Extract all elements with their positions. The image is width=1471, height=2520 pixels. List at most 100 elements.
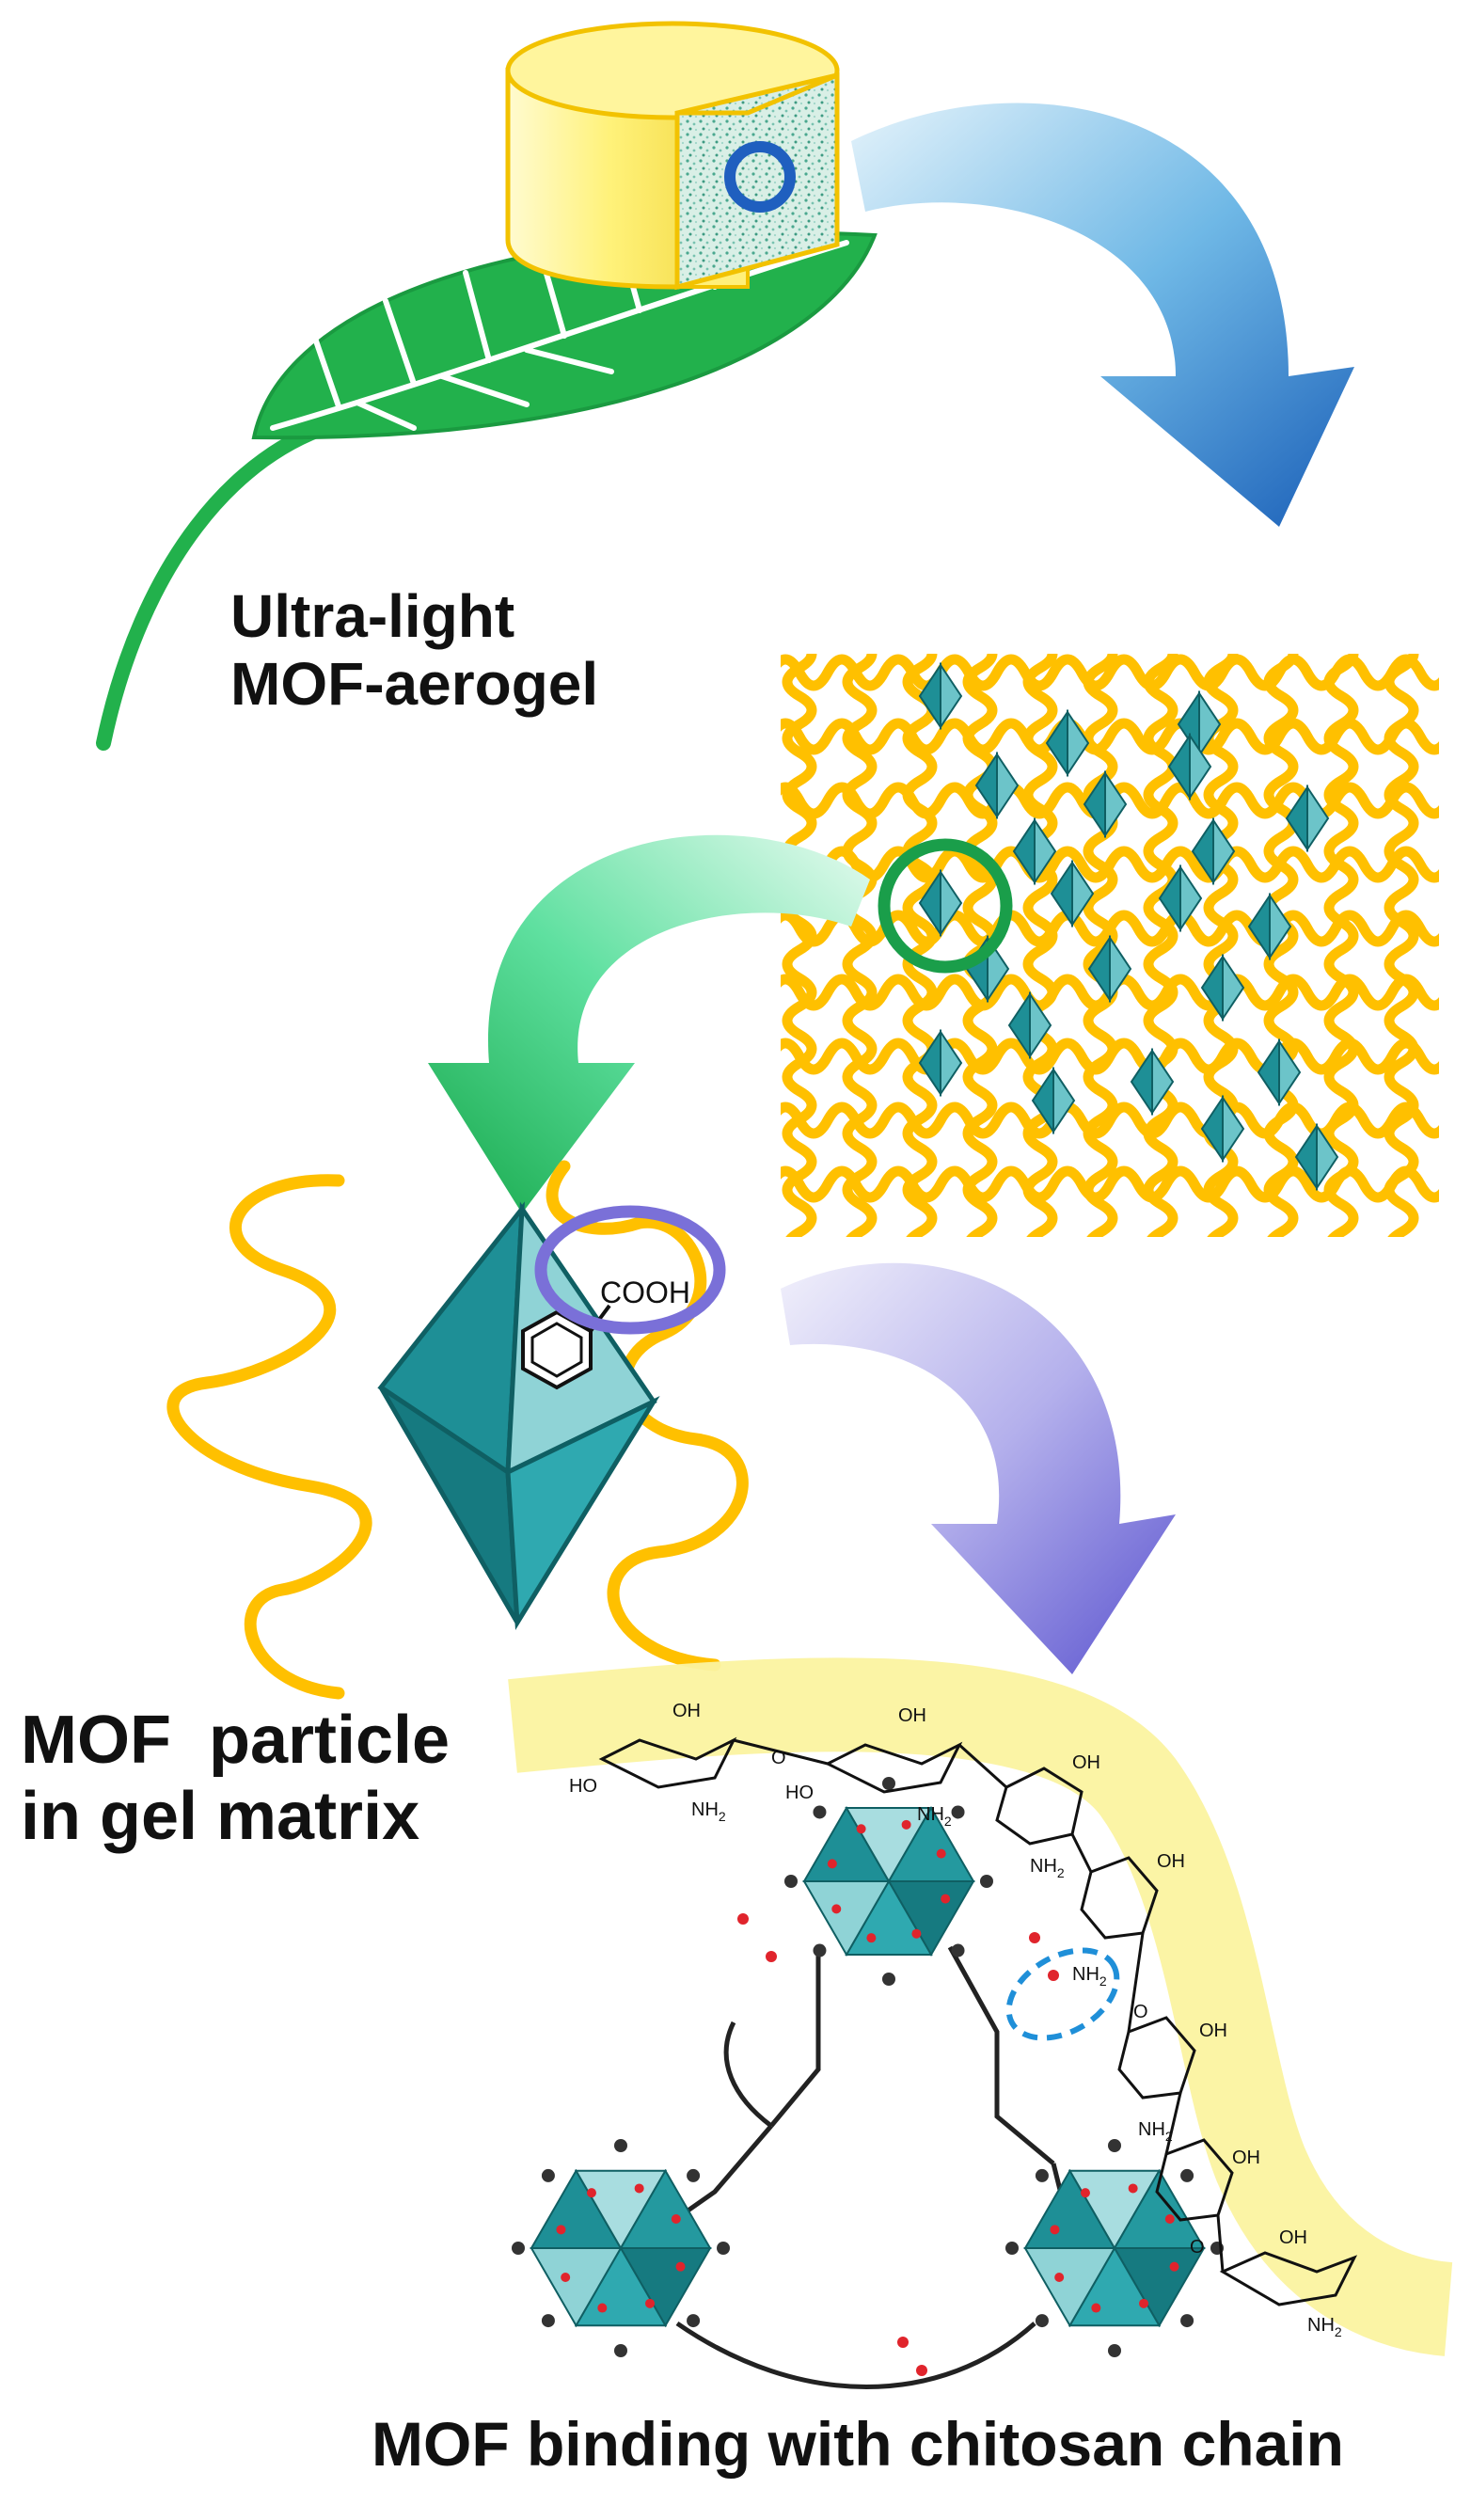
chitosan-label-o-3: O: [1190, 2237, 1205, 2258]
chitosan-label-nh2-6: NH2: [1307, 2315, 1342, 2339]
chitosan-label-oh-4: OH: [1157, 1851, 1185, 1872]
caption-particle: MOF particle in gel matrix: [21, 1703, 450, 1854]
caption-binding: MOF binding with chitosan chain: [372, 2409, 1344, 2479]
mof-crystal: [918, 868, 963, 938]
oxygen-atom: [1050, 2225, 1060, 2235]
chitosan-label-nh2-1: NH2: [691, 1799, 726, 1824]
oxygen-atom: [911, 1928, 922, 1939]
gel-fiber: [781, 974, 1439, 1011]
mof-crystal: [1247, 892, 1292, 961]
oxygen-atom: [561, 2273, 571, 2283]
mof-crystal: [1200, 953, 1245, 1022]
carbon-atom: [1108, 2139, 1121, 2152]
mof-crystal: [1087, 934, 1132, 1004]
oxygen-atom: [831, 1904, 842, 1914]
oxygen-atom: [827, 1859, 837, 1869]
zoom-ring-blue: [724, 141, 796, 213]
oxygen-atom: [737, 1913, 749, 1925]
mof-crystal: [1200, 1094, 1245, 1164]
gel-fiber: [781, 910, 1439, 947]
oxygen-atom: [1164, 2213, 1175, 2224]
gel-fiber: [1203, 654, 1239, 1237]
chitosan-label-oh-2: OH: [898, 1705, 926, 1726]
gel-fiber: [781, 718, 1439, 755]
linker-bond: [947, 1945, 1055, 2165]
oxygen-atom: [856, 1824, 866, 1834]
binding-site-highlight: [1005, 1947, 1120, 2041]
mof-crystal: [918, 661, 963, 731]
carbon-atom: [980, 1875, 993, 1888]
mof-crystal: [1191, 816, 1236, 886]
gel-fiber: [781, 782, 1439, 819]
chitosan-label-nh2-5: NH2: [1138, 2119, 1173, 2144]
zoom-ring-purple: [534, 1205, 726, 1335]
chitosan-label-nh2-4: NH2: [1072, 1964, 1107, 1989]
carbon-atom: [882, 1973, 895, 1986]
chitosan-chain-icon: [598, 1736, 1358, 2306]
oxygen-atom: [866, 1933, 877, 1943]
oxygen-atom: [1169, 2261, 1179, 2272]
oxygen-atom: [675, 2261, 686, 2272]
oxygen-atom: [1029, 1932, 1040, 1943]
mof-crystal: [1130, 1047, 1175, 1117]
gel-fiber: [842, 654, 878, 1237]
oxygen-atom: [936, 1848, 946, 1859]
linker-bond: [675, 2321, 1036, 2389]
carbon-atom: [614, 2344, 627, 2357]
arrow-purple: [781, 1262, 1176, 1674]
caption-aerogel: Ultra-light MOF-aerogel: [230, 582, 599, 718]
benzene-ring-icon: [521, 1304, 611, 1390]
oxygen-atom: [1139, 2298, 1149, 2308]
carbon-atom: [541, 2314, 555, 2328]
oxygen-atom: [901, 1819, 911, 1830]
chitosan-label-oh-5: OH: [1199, 2021, 1227, 2041]
chitosan-label-oh-3: OH: [1072, 1752, 1100, 1773]
mof-framework: [512, 1777, 1224, 2389]
mof-crystal: [1012, 816, 1057, 886]
oxygen-atom: [586, 2188, 596, 2198]
chitosan-label-oh-7: OH: [1279, 2227, 1307, 2248]
carbon-atom: [1180, 2168, 1194, 2182]
gel-fiber: [1263, 654, 1299, 1237]
carbon-atom: [541, 2168, 555, 2182]
mof-cluster: [802, 1806, 975, 1957]
gel-fiber: [1083, 654, 1118, 1237]
chitosan-label-oh-6: OH: [1232, 2148, 1260, 2168]
mof-crystal: [974, 751, 1020, 820]
mof-crystal: [1257, 1038, 1302, 1107]
carbon-atom: [784, 1875, 798, 1888]
chitosan-label-nh2-2: NH2: [917, 1804, 952, 1829]
mof-crystal: [1158, 864, 1203, 933]
oxygen-atom: [916, 2365, 927, 2376]
mof-crystal: [918, 1028, 963, 1098]
carbon-atom: [882, 1777, 895, 1790]
oxygen-atom: [1048, 1970, 1059, 1981]
mof-crystal: [1285, 784, 1330, 853]
oxygen-atom: [597, 2303, 608, 2313]
oxygen-atom: [556, 2225, 566, 2235]
oxygen-atom: [1054, 2273, 1065, 2283]
gel-fiber: [1022, 654, 1058, 1237]
caption-particle-line1: MOF particle: [21, 1703, 451, 1778]
oxygen-atom: [897, 2337, 909, 2348]
chitosan-label-nh2-3: NH2: [1030, 1856, 1065, 1880]
carbon-atom: [1180, 2314, 1194, 2328]
oxygen-atom: [766, 1951, 777, 1962]
chitosan-band: [508, 1657, 1454, 2356]
oxygen-atom: [1080, 2188, 1090, 2198]
gel-fiber: [781, 846, 1439, 883]
gel-fiber: [1143, 654, 1178, 1237]
caption-aerogel-line2: MOF-aerogel: [230, 649, 599, 718]
gel-fiber: [781, 1038, 1439, 1075]
arrow-green: [428, 834, 870, 1213]
linker-bond: [723, 2021, 773, 2128]
mof-crystal: [1007, 991, 1052, 1060]
mof-crystal: [1045, 708, 1090, 778]
oxygen-atom: [1091, 2303, 1101, 2313]
gel-fiber: [1384, 654, 1419, 1237]
gel-fiber: [782, 654, 817, 1237]
gel-fiber: [781, 654, 1439, 691]
mof-crystal: [1294, 1122, 1339, 1192]
carbon-atom: [687, 2314, 701, 2328]
